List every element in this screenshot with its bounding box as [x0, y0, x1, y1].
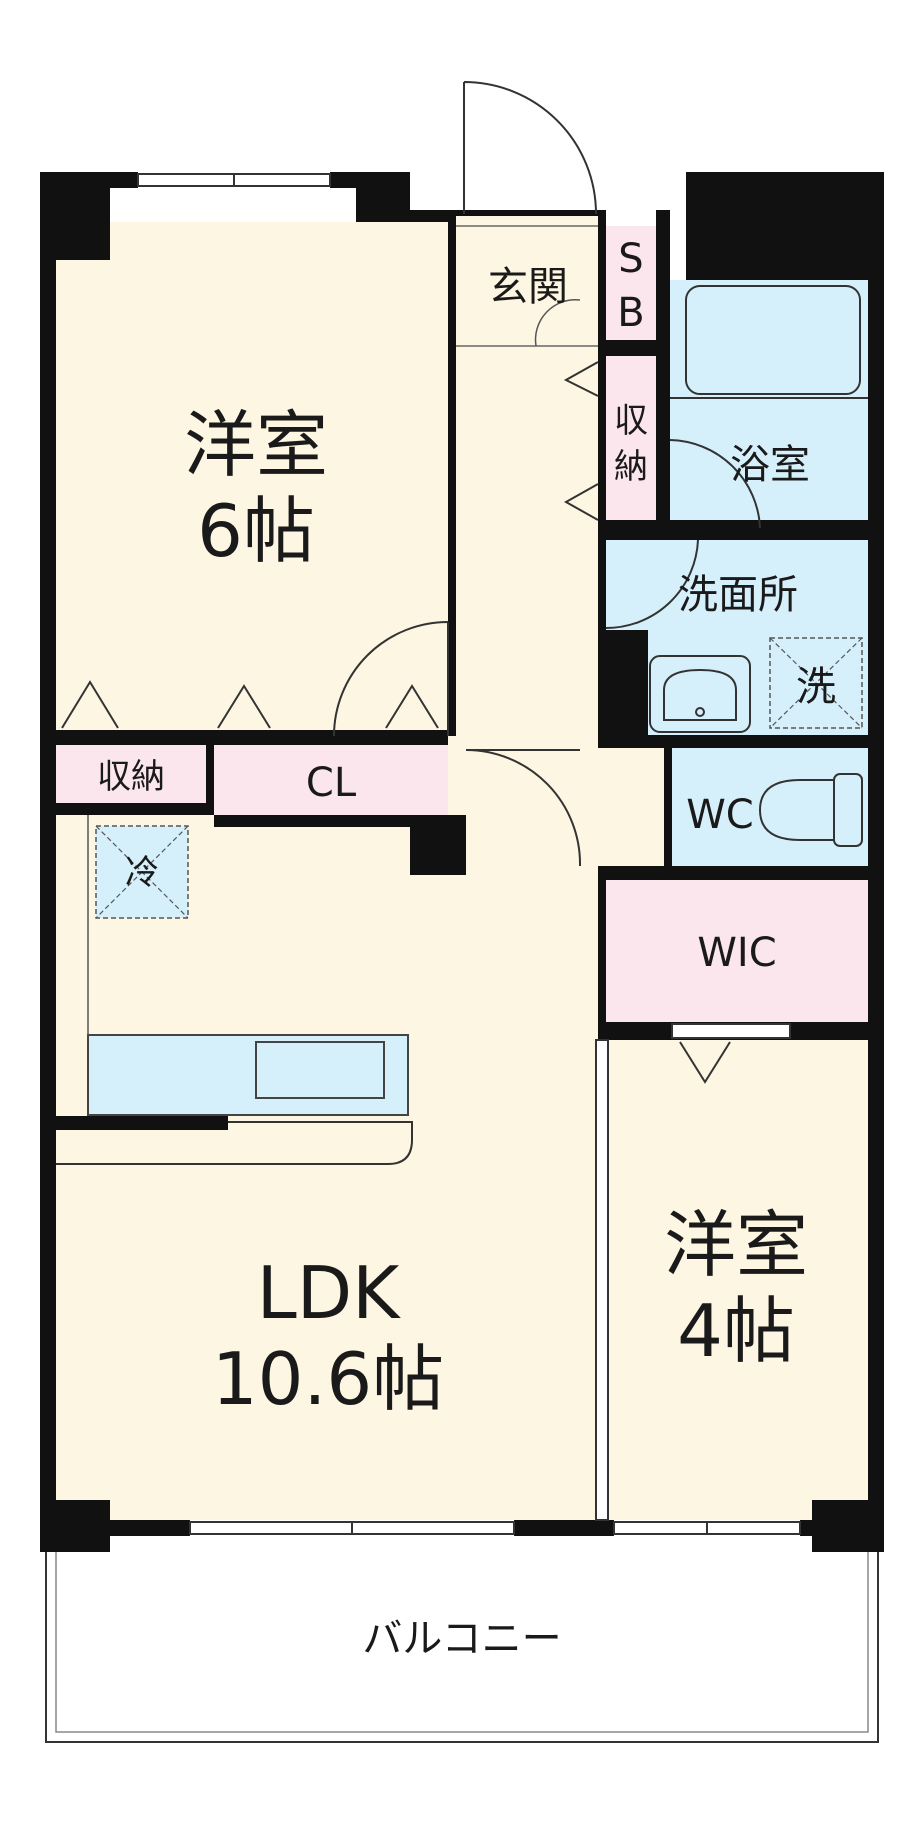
sliding-partition	[595, 1039, 609, 1521]
entrance-label: 玄関	[488, 264, 568, 310]
entrance-arc	[534, 299, 581, 347]
bath-door	[669, 439, 761, 529]
balcony-rail-inner	[55, 1552, 869, 1733]
ldk-door	[465, 749, 582, 867]
bathroom-label: 浴室	[730, 442, 810, 488]
ldk-name: LDK	[257, 1251, 402, 1335]
washroom-door	[605, 539, 699, 630]
closet-door-3	[385, 684, 439, 729]
storage-label: 収納	[97, 757, 165, 797]
floor-western-room-6	[56, 222, 448, 738]
closet-label: CL	[306, 760, 357, 806]
western-room-6-size: 6帖	[197, 489, 315, 573]
wic-door	[671, 1023, 791, 1039]
fridge-label: 冷	[125, 853, 159, 893]
room6-door	[333, 621, 449, 737]
wc-label: WC	[686, 792, 753, 838]
toilet-tank	[833, 773, 863, 847]
floor-shoe-box	[606, 226, 656, 340]
toilet-bowl	[758, 779, 853, 841]
floor-ldk	[56, 815, 598, 1520]
hall-storage-door-top	[563, 361, 599, 397]
floor-storage	[56, 745, 206, 803]
shoe-box-label-1: S	[618, 236, 643, 282]
floor-closet	[214, 745, 448, 815]
wash-basin-bowl	[663, 668, 737, 721]
wic-label: WIC	[697, 930, 776, 976]
floor-wic	[606, 880, 868, 1022]
hall-storage-label-2: 納	[614, 447, 648, 487]
labels: 洋室 6帖 玄関 S B 収 納 浴室 洗面所 洗 WC WIC CL 収納 冷…	[97, 236, 836, 1662]
washer-label: 洗	[796, 664, 836, 710]
walls	[40, 172, 884, 1552]
kitchen-sink	[255, 1041, 385, 1099]
hall-storage-door-bottom	[563, 483, 599, 521]
closet-door-2	[217, 684, 271, 729]
balcony-outline	[45, 1552, 879, 1743]
entrance-door	[463, 81, 597, 215]
closet-door-1	[61, 680, 119, 729]
bathtub	[685, 285, 861, 395]
entrance-step	[456, 225, 598, 347]
shoe-box-label-2: B	[617, 290, 644, 336]
floor-hall-storage	[606, 356, 656, 520]
kitchen-peninsula	[56, 1121, 413, 1165]
floor-western-room-4	[604, 1040, 868, 1520]
fixtures	[95, 285, 868, 919]
western-room-6-name: 洋室	[184, 403, 328, 487]
balcony	[45, 1552, 879, 1743]
balcony-label: バルコニー	[362, 1616, 561, 1662]
ldk-size: 10.6帖	[212, 1337, 444, 1421]
western-room-4-name: 洋室	[664, 1203, 808, 1287]
floor-wc-hall	[570, 740, 670, 870]
room4-door-mark	[679, 1041, 731, 1084]
western-room-4-size: 4帖	[677, 1289, 795, 1373]
washroom-label: 洗面所	[678, 572, 798, 618]
hall-storage-label-1: 収	[614, 401, 648, 441]
doors	[61, 81, 791, 1084]
